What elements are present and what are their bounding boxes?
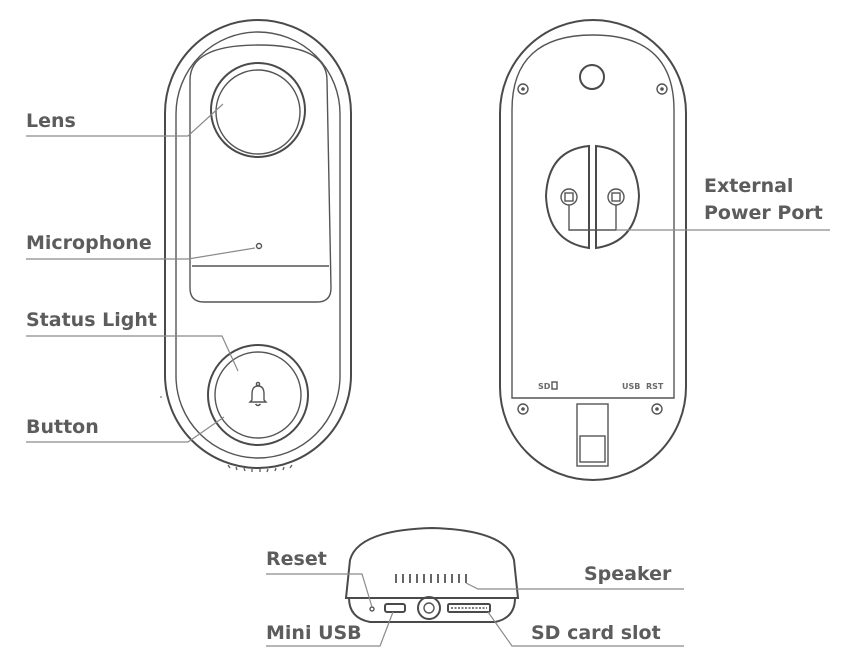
lens-outer-ring	[210, 62, 306, 158]
power-terminal-left	[560, 188, 578, 206]
lens-glass	[215, 69, 301, 155]
microphone-label: Microphone	[26, 232, 152, 254]
back-plate	[511, 34, 675, 399]
back-top-hole	[579, 64, 605, 90]
back-bottom-tab	[576, 403, 609, 467]
mini-usb-leader	[266, 611, 394, 647]
front-view: Lens Microphone Status Light Button	[26, 19, 352, 473]
back-view: SD USB RST External Power Port	[499, 19, 830, 481]
front-inner-rim	[175, 31, 341, 459]
mini-usb-port	[384, 603, 406, 613]
button-inner	[214, 351, 302, 439]
reset-pinhole	[369, 606, 375, 612]
lens-leader	[26, 103, 224, 137]
microphone-leader	[26, 247, 256, 260]
sd-card-slot	[447, 603, 491, 613]
sd-marking: SD	[538, 382, 551, 391]
power-port-flap-left	[544, 144, 590, 250]
bottom-housing	[344, 526, 520, 599]
reset-leader	[266, 573, 373, 608]
status-light-leader	[26, 335, 239, 372]
external-power-label-line1: External	[704, 175, 793, 197]
usb-marking: USB	[622, 382, 640, 391]
external-power-label-line2: Power Port	[704, 202, 823, 224]
speaker-leader	[465, 582, 684, 590]
speaker-grille	[395, 574, 467, 583]
button-leader	[26, 416, 225, 443]
power-terminal-right	[607, 188, 625, 206]
rst-marking: RST	[646, 382, 664, 391]
power-port-flap-right	[595, 144, 641, 250]
button-label: Button	[26, 416, 99, 438]
mini-usb-label: Mini USB	[266, 622, 362, 644]
round-port	[417, 596, 441, 620]
back-bottom-tab-inner	[579, 435, 606, 463]
back-housing	[499, 19, 687, 481]
lens-label: Lens	[26, 110, 76, 132]
bottom-view: Reset Mini USB Speaker SD card slot	[266, 526, 684, 647]
front-bottom-vents	[227, 464, 293, 473]
camera-panel	[189, 44, 332, 303]
sd-card-slot-label: SD card slot	[531, 622, 661, 644]
power-wire	[568, 205, 617, 231]
back-screws	[517, 83, 668, 415]
bell-icon	[248, 381, 268, 407]
speaker-label: Speaker	[584, 563, 672, 585]
round-port-inner	[423, 602, 435, 614]
front-housing	[164, 19, 352, 469]
button-outer-ring	[207, 344, 309, 446]
reset-label: Reset	[266, 548, 327, 570]
sd-marking-box	[551, 381, 558, 390]
sd-card-slot-leader	[487, 611, 684, 647]
side-dot	[160, 396, 162, 398]
microphone-hole	[255, 242, 263, 250]
status-light-label: Status Light	[26, 309, 157, 331]
